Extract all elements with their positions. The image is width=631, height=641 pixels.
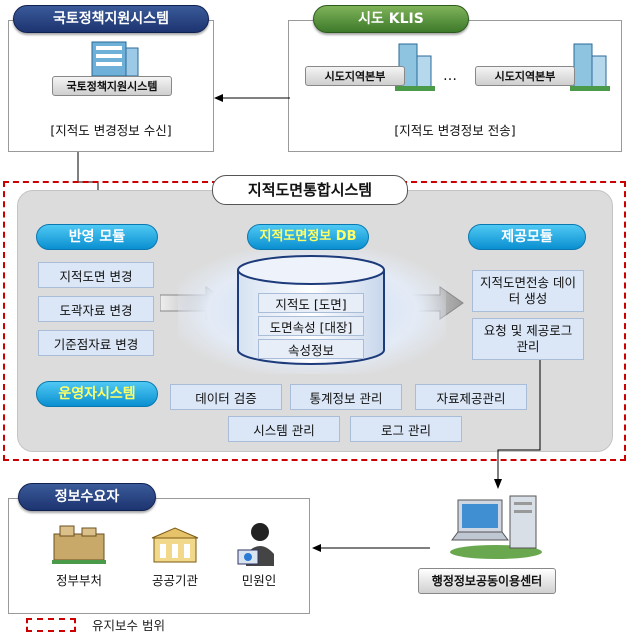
klis-caption: [지적도 변경정보 전송]	[394, 123, 516, 138]
computer-server-icon	[448, 488, 544, 560]
operator-item-4: 시스템 관리	[228, 416, 340, 442]
provide-item-1: 지적도면전송 데이터 생성	[472, 270, 584, 312]
consumer-label-2: 공공기관	[151, 573, 198, 588]
center-label: 행정정보공동이용센터	[418, 568, 556, 594]
connector-arrow	[490, 360, 550, 490]
delivery-arrow	[312, 538, 430, 552]
reflect-item-1: 지적도면 변경	[38, 262, 154, 288]
db-item-2: 도면속성 [대장]	[258, 316, 364, 336]
policy-server-label: 국토정책지원시스템	[52, 76, 172, 96]
policy-system-title: 국토정책지원시스템	[13, 5, 209, 33]
citizen-icon	[236, 520, 280, 568]
legend-label: 유지보수 범위	[92, 618, 165, 633]
provide-item-2: 요청 및 제공로그 관리	[472, 318, 584, 360]
operator-item-3: 자료제공관리	[415, 384, 527, 410]
consumers-title: 정보수요자	[18, 483, 156, 511]
server-icon	[82, 40, 142, 80]
reflect-module-title: 반영 모듈	[36, 224, 158, 250]
policy-system-caption: [지적도 변경정보 수신]	[50, 123, 172, 138]
operator-item-1: 데이터 검증	[170, 384, 282, 410]
operator-item-2: 통계정보 관리	[290, 384, 402, 410]
operator-item-5: 로그 관리	[350, 416, 462, 442]
public-agency-icon	[150, 526, 200, 566]
regional-server-label-2: 시도지역본부	[475, 66, 575, 86]
consumer-label-3: 민원인	[241, 573, 277, 588]
building-icon	[570, 42, 610, 92]
main-system-title: 지적도면통합시스템	[212, 175, 408, 205]
operator-title: 운영자시스템	[36, 381, 158, 407]
db-item-1: 지적도 [도면]	[258, 293, 364, 313]
regional-server-label-1: 시도지역본부	[305, 66, 405, 86]
db-title: 지적도면정보 DB	[247, 224, 369, 250]
reflect-item-2: 도곽자료 변경	[38, 296, 154, 322]
government-building-icon	[52, 524, 106, 564]
db-item-3: 속성정보	[258, 339, 364, 359]
klis-panel	[288, 20, 622, 152]
provide-module-title: 제공모듈	[468, 224, 586, 250]
consumer-label-1: 정부부처	[55, 573, 102, 588]
reflect-item-3: 기준점자료 변경	[38, 330, 154, 356]
ellipsis: …	[443, 68, 457, 84]
legend-dashed-box	[26, 618, 76, 632]
klis-title: 시도 KLIS	[313, 5, 469, 33]
transfer-arrow	[214, 88, 290, 102]
